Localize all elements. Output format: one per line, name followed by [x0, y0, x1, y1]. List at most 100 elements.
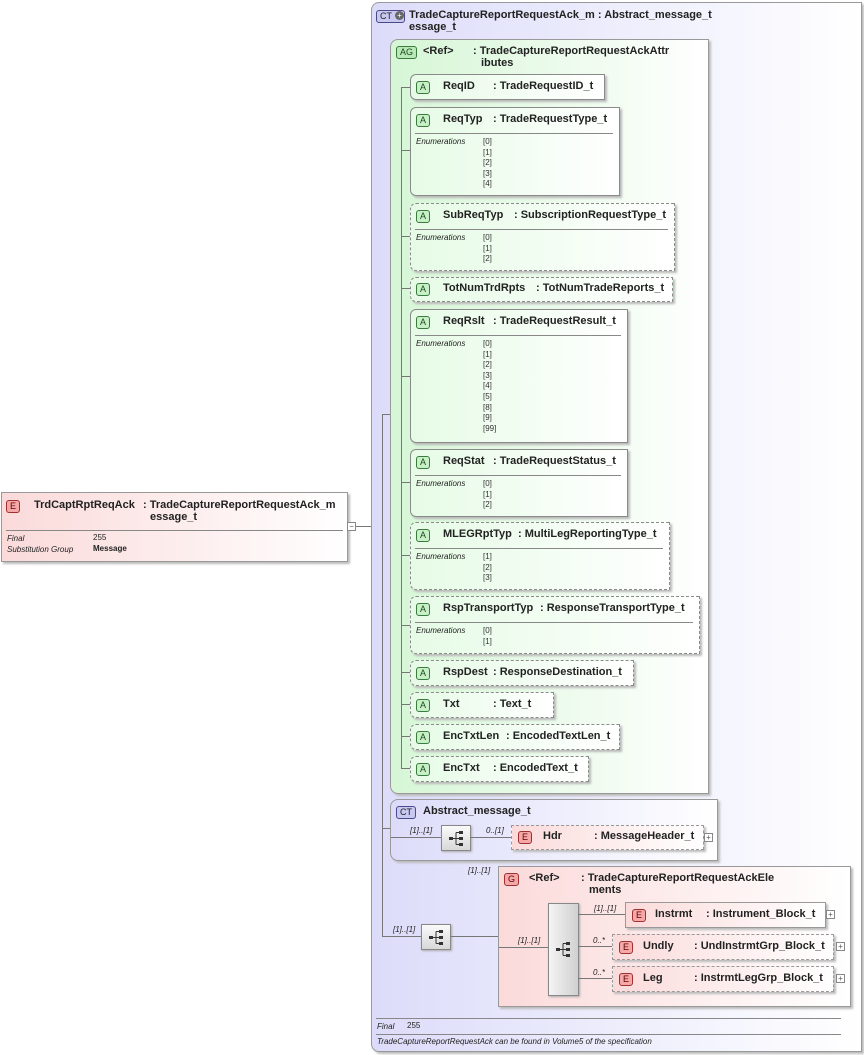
- complex-type-title-line1: TradeCaptureReportRequestAck_m : Abstrac…: [409, 9, 712, 21]
- sequence-icon[interactable]: [441, 825, 471, 851]
- enumerations-label: Enumerations: [416, 339, 466, 348]
- attribute-badge: A: [416, 763, 431, 776]
- connector: [450, 936, 499, 937]
- attribute-rsptransporttyp[interactable]: A RspTransportTyp : ResponseTransportTyp…: [410, 596, 700, 654]
- enum-value: [1]: [483, 243, 492, 253]
- attribute-name: EncTxt: [443, 762, 480, 774]
- attribute-name: ReqID: [443, 80, 475, 92]
- spine-vertical: [382, 414, 383, 936]
- attribute-badge: A: [416, 667, 431, 680]
- element-badge: E: [518, 831, 533, 844]
- connector: [391, 837, 441, 838]
- attribute-type: : TotNumTradeReports_t: [536, 282, 665, 294]
- attribute-connector: [401, 736, 411, 737]
- element-hdr[interactable]: E Hdr : MessageHeader_t: [511, 825, 704, 850]
- root-element-type-line1: : TradeCaptureReportRequestAck_m: [143, 499, 336, 511]
- element-badge: E: [6, 500, 21, 513]
- element-instrmt[interactable]: E Instrmt : Instrument_Block_t: [625, 902, 826, 928]
- enum-value: [1]: [483, 636, 492, 646]
- attribute-connector: [401, 376, 411, 377]
- attribute-name: MLEGRptTyp: [443, 528, 512, 540]
- occurrence-label: [1]..[1]: [594, 904, 617, 913]
- attribute-reqrslt[interactable]: A ReqRslt : TradeRequestResult_t Enumera…: [410, 309, 628, 443]
- enum-value: [2]: [483, 360, 492, 370]
- attribute-group-ref: <Ref>: [423, 45, 454, 57]
- attribute-enctxtlen[interactable]: A EncTxtLen : EncodedTextLen_t: [410, 724, 620, 750]
- expand-toggle[interactable]: +: [836, 942, 845, 951]
- expand-toggle[interactable]: +: [704, 833, 713, 842]
- attribute-type: : Text_t: [493, 698, 532, 710]
- attribute-name: ReqRslt: [443, 315, 485, 327]
- collapse-toggle[interactable]: −: [347, 522, 356, 531]
- attribute-connector: [401, 768, 411, 769]
- enum-value: [5]: [483, 391, 492, 401]
- attribute-group-type-line2: ibutes: [481, 57, 514, 69]
- attribute-connector: [401, 672, 411, 673]
- element-type: : InstrmtLegGrp_Block_t: [694, 972, 823, 984]
- enumerations-label: Enumerations: [416, 626, 466, 635]
- element-name: Undly: [643, 940, 674, 952]
- root-element-separator: [6, 530, 343, 531]
- sequence-bar[interactable]: [548, 903, 579, 996]
- attribute-totnumtrdrpts[interactable]: A TotNumTrdRpts : TotNumTradeReports_t: [410, 277, 673, 302]
- complex-type-title-line2: essage_t: [409, 21, 457, 33]
- attribute-reqstat[interactable]: A ReqStat : TradeRequestStatus_t Enumera…: [410, 449, 628, 517]
- connector: [499, 947, 548, 948]
- occurrence-label: [1]..[1]: [410, 826, 433, 835]
- root-prop-label-subst: Substitution Group: [7, 545, 74, 554]
- enumerations-label: Enumerations: [416, 552, 466, 561]
- element-name: Hdr: [543, 830, 562, 842]
- root-element-name: TrdCaptRptReqAck: [34, 499, 135, 511]
- attribute-separator: [415, 335, 621, 336]
- group-badge: G: [504, 873, 520, 886]
- attribute-reqtyp[interactable]: A ReqTyp : TradeRequestType_t Enumeratio…: [410, 107, 620, 196]
- element-undly[interactable]: E Undly : UndInstrmtGrp_Block_t: [612, 934, 834, 960]
- connector: [356, 526, 372, 527]
- enumeration-list: [0] [1] [2]: [483, 479, 492, 511]
- attribute-subreqtyp[interactable]: A SubReqTyp : SubscriptionRequestType_t …: [410, 203, 675, 271]
- sequence-icon[interactable]: [421, 924, 451, 950]
- enumeration-list: [0] [1]: [483, 626, 492, 647]
- connector: [578, 914, 625, 915]
- element-leg[interactable]: E Leg : InstrmtLegGrp_Block_t: [612, 966, 834, 992]
- enum-value: [0]: [483, 339, 492, 348]
- expand-toggle[interactable]: +: [826, 910, 835, 919]
- attribute-name: RspDest: [443, 666, 488, 678]
- attribute-rspdest[interactable]: A RspDest : ResponseDestination_t: [410, 660, 634, 686]
- expand-toggle[interactable]: +: [836, 974, 845, 983]
- element-badge: E: [619, 941, 634, 954]
- enum-value: [9]: [483, 413, 492, 423]
- attribute-connector: [401, 87, 411, 88]
- attribute-name: Txt: [443, 698, 460, 710]
- root-element-type-line2: essage_t: [150, 511, 198, 523]
- attribute-badge: A: [416, 529, 431, 542]
- attribute-reqid[interactable]: A ReqID : TradeRequestID_t: [410, 74, 605, 100]
- enum-value: [1]: [483, 489, 492, 499]
- attribute-enctxt[interactable]: A EncTxt : EncodedText_t: [410, 756, 589, 782]
- enum-value: [0]: [483, 479, 492, 488]
- attribute-separator: [415, 133, 613, 134]
- spine-to-ag: [382, 414, 391, 415]
- attribute-txt[interactable]: A Txt : Text_t: [410, 692, 554, 718]
- footer-final-value: 255: [407, 1021, 421, 1030]
- attribute-badge: A: [416, 283, 431, 296]
- enumeration-list: [0] [1] [2] [3] [4] [5] [8] [9] [99]: [483, 339, 496, 434]
- group-type-line2: ments: [589, 884, 622, 896]
- enumeration-list: [0] [1] [2] [3] [4]: [483, 137, 492, 190]
- enum-value: [0]: [483, 233, 492, 242]
- group-type-line1: : TradeCaptureReportRequestAckEle: [581, 872, 775, 884]
- connector: [470, 837, 512, 838]
- enum-value: [4]: [483, 381, 492, 391]
- occurrence-label: [1]..[1]: [393, 925, 416, 934]
- attribute-separator: [415, 475, 621, 476]
- attribute-connector: [401, 482, 411, 483]
- footer-separator-1: [376, 1018, 841, 1019]
- enum-value: [0]: [483, 137, 492, 146]
- element-name: Instrmt: [655, 908, 693, 920]
- attribute-type: : SubscriptionRequestType_t: [514, 209, 666, 221]
- attribute-badge: A: [416, 210, 431, 223]
- root-element-box[interactable]: E TrdCaptRptReqAck : TradeCaptureReportR…: [1, 492, 348, 562]
- attribute-separator: [415, 229, 668, 230]
- attribute-mlegrpttyp[interactable]: A MLEGRptTyp : MultiLegReportingType_t E…: [410, 522, 670, 590]
- attribute-name: SubReqTyp: [443, 209, 504, 221]
